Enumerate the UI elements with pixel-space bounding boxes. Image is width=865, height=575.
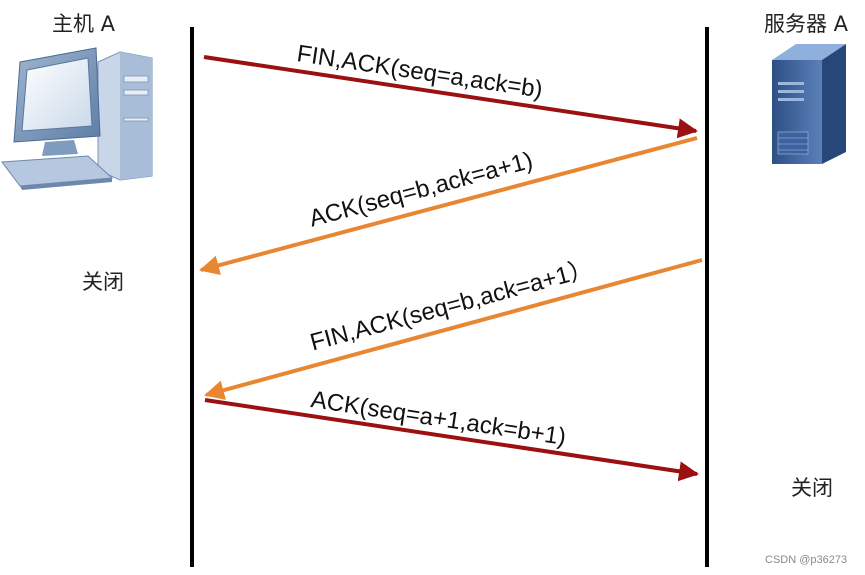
- host-label: 主机 A: [52, 12, 116, 36]
- message-arrow-1: [203, 55, 698, 139]
- message-arrow-4: [204, 398, 699, 482]
- watermark: CSDN @p36273: [765, 554, 848, 566]
- host-status: 关闭: [82, 270, 124, 294]
- server-status: 关闭: [791, 476, 833, 500]
- server-tower-icon: [772, 44, 846, 164]
- server-label: 服务器 A: [764, 12, 849, 36]
- desktop-computer-icon: [1, 47, 153, 190]
- message-arrow-3: [204, 258, 703, 400]
- message-arrow-2: [199, 136, 698, 276]
